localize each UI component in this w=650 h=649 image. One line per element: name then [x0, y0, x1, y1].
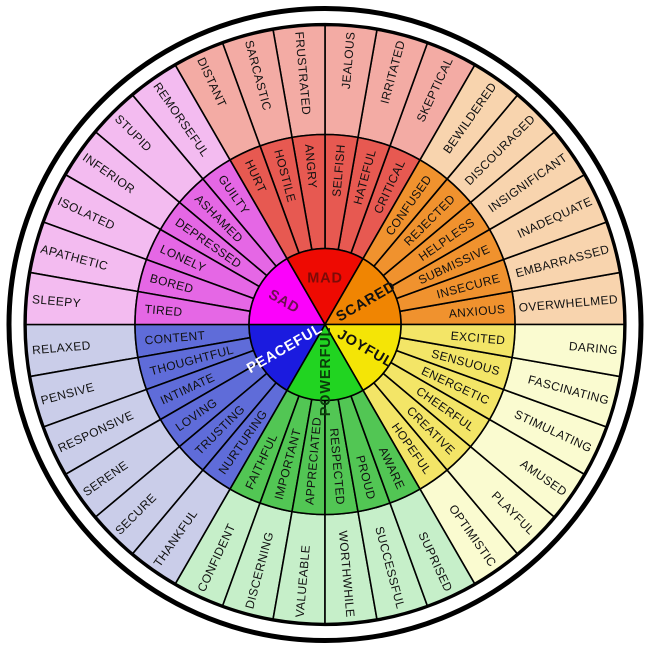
core-label-mad: MAD	[307, 271, 342, 287]
core-wedge-joyful	[323, 323, 402, 392]
middle-label-anxious: ANXIOUS	[448, 302, 506, 321]
middle-label-angry: ANGRY	[302, 144, 320, 190]
middle-label-selfish: SELFISH	[329, 144, 348, 198]
core-wedge-powerful	[285, 322, 365, 402]
outer-label-sleepy: SLEEPY	[31, 292, 81, 310]
outer-label-daring: DARING	[568, 339, 618, 357]
wheel-border-circle	[6, 6, 644, 643]
middle-label-tired: TIRED	[144, 302, 183, 319]
middle-label-excited: EXCITED	[450, 329, 506, 348]
core-wedge-mad	[285, 247, 365, 327]
middle-label-respected: RESPECTED	[327, 428, 348, 506]
outer-label-valueable: VALUEABLE	[293, 544, 313, 618]
core-wedge-peaceful	[248, 323, 327, 392]
middle-label-content: CONTENT	[144, 328, 206, 347]
core-wedge-scared	[323, 257, 402, 326]
outer-label-relaxed: RELAXED	[32, 338, 92, 357]
wheel-rim-circle	[23, 22, 627, 627]
core-wedge-sad	[248, 257, 327, 326]
core-label-powerful: POWERFUL	[318, 327, 334, 416]
outer-label-jealous: JEALOUS	[339, 31, 358, 90]
